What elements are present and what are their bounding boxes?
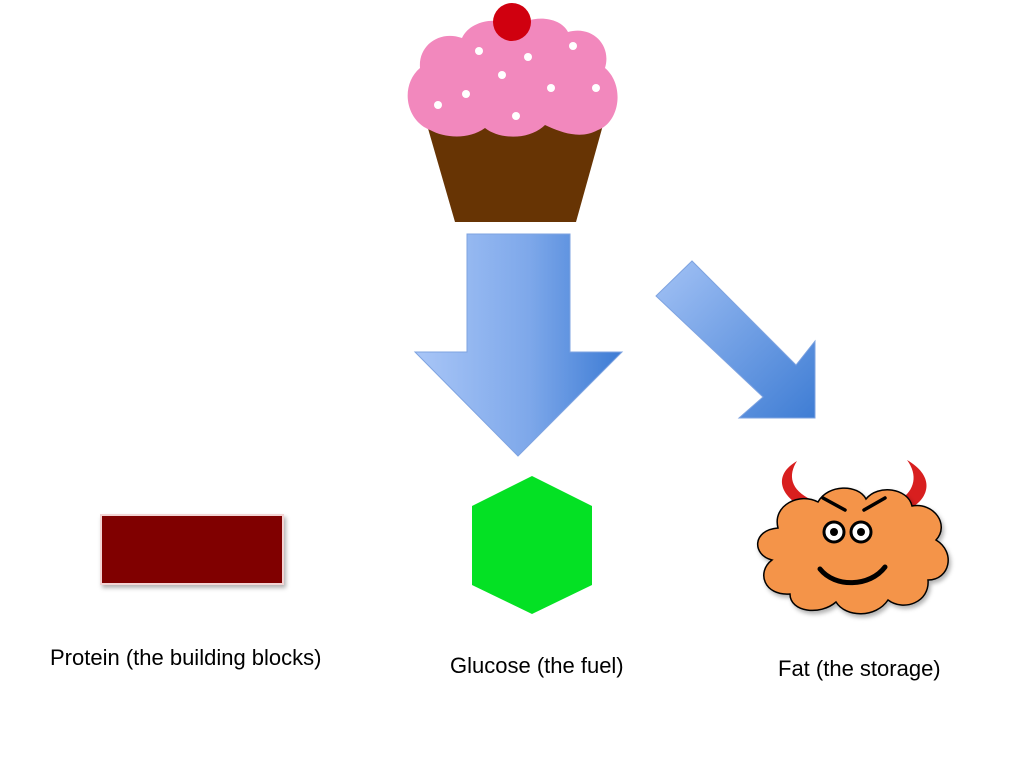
cupcake-icon bbox=[407, 3, 618, 222]
cupcake-cherry bbox=[493, 3, 531, 41]
cupcake-wrapper bbox=[427, 125, 603, 222]
sprinkles bbox=[434, 42, 600, 120]
hexagon-icon bbox=[472, 476, 592, 614]
glucose-label: Glucose (the fuel) bbox=[450, 653, 624, 678]
left-eyebrow bbox=[821, 496, 847, 512]
left-horn bbox=[781, 461, 812, 507]
cupcake-frosting bbox=[407, 18, 618, 137]
protein-label: Protein (the building blocks) bbox=[50, 645, 322, 670]
right-eyebrow bbox=[862, 496, 887, 512]
grin bbox=[817, 564, 888, 586]
rectangle-block-icon bbox=[100, 514, 284, 585]
fat-label: Fat (the storage) bbox=[778, 656, 941, 681]
diagonal-arrow-icon bbox=[655, 260, 816, 419]
down-arrow-icon bbox=[413, 233, 624, 457]
devil-cloud-icon bbox=[756, 460, 949, 615]
cloud-body bbox=[756, 487, 949, 615]
right-horn bbox=[900, 460, 927, 507]
